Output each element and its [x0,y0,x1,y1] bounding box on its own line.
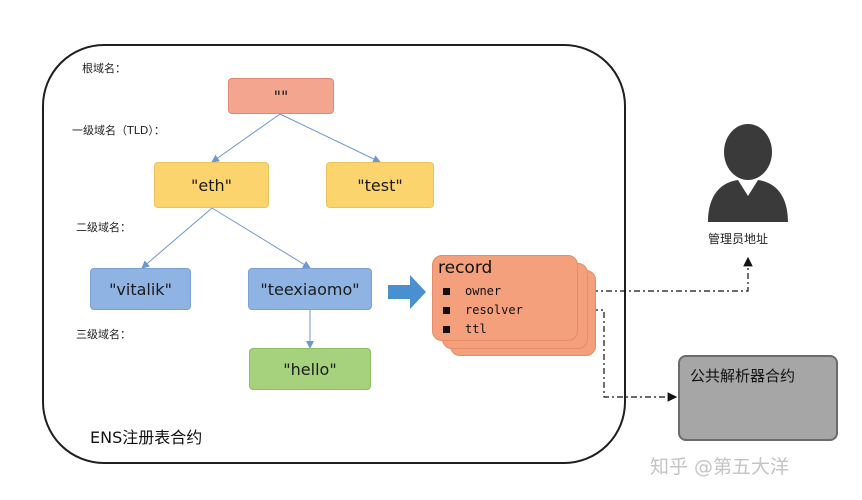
root-domain-label: 根域名： [82,62,126,75]
edge-root-eth [211,113,281,163]
owner-to-admin-line [536,256,753,292]
node-teexiaomo: "teexiaomo" [248,268,372,310]
public-resolver-box [678,355,838,441]
ens-registry-container [42,44,626,464]
big-right-arrow [388,275,426,309]
edge-eth-vitalik [141,207,213,269]
record-field-ttl: ttl [465,322,487,336]
record-title: record [438,258,493,278]
public-resolver-label: 公共解析器合约 [690,367,796,385]
node-eth: "eth" [154,162,269,208]
bullet-ttl [443,326,450,333]
node-hello: "hello" [249,348,371,390]
node-root: "" [228,78,334,114]
record-field-owner: owner [465,284,502,298]
third-level-label: 三级域名： [76,328,131,341]
node-test: "test" [326,162,434,208]
ens-registry-label: ENS注册表合约 [90,428,203,447]
second-level-label: 二级域名： [76,221,131,234]
admin-person-icon [708,124,788,222]
bullet-owner [443,288,450,295]
admin-address-label: 管理员地址 [708,232,769,246]
edge-eth-teexiaomo [211,207,311,269]
record-field-resolver: resolver [465,303,523,317]
edge-root-test [279,113,381,163]
tld-label: 一级域名（TLD）： [72,124,165,137]
bullet-resolver [443,307,450,314]
watermark: 知乎 @第五大洋 [650,456,790,478]
node-vitalik: "vitalik" [90,268,191,310]
record-card-front [432,255,578,341]
